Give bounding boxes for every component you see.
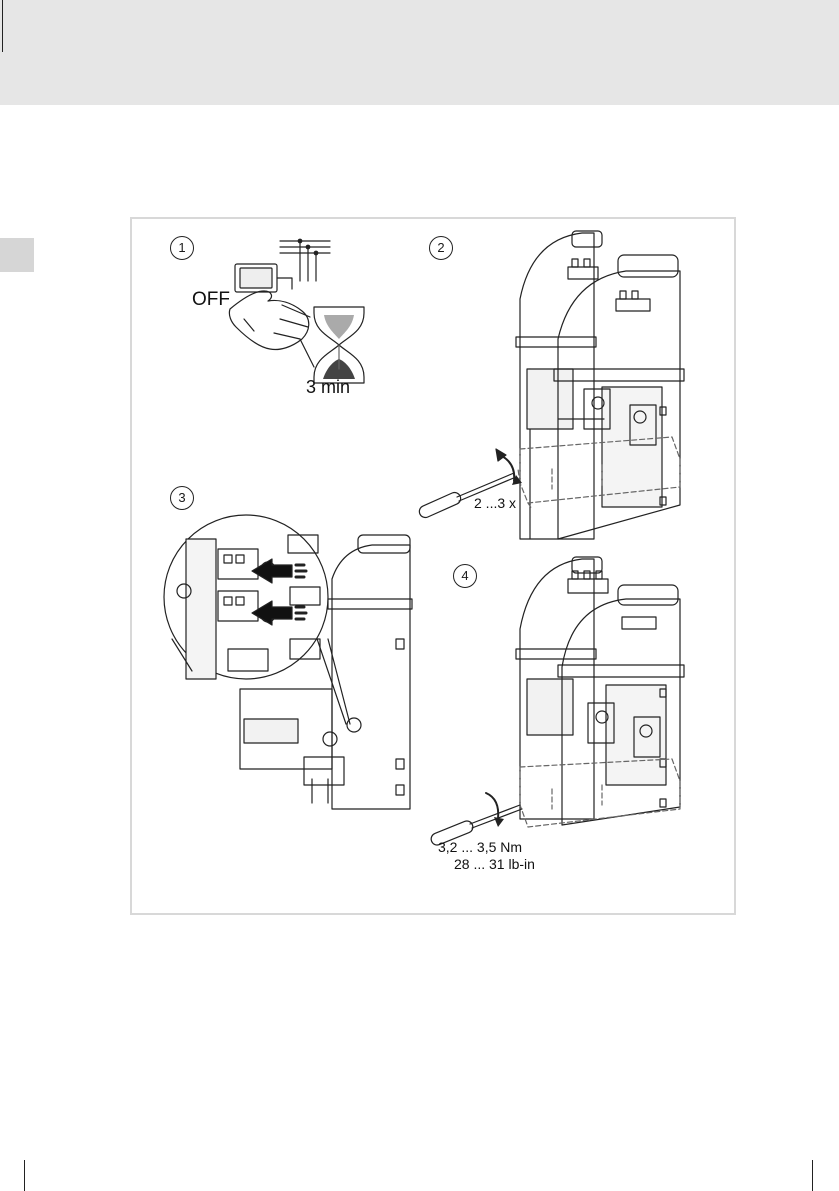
hourglass-icon xyxy=(314,307,364,383)
inverter-module-back-step4 xyxy=(516,557,602,819)
inverter-module-back xyxy=(516,231,602,539)
page-header-band xyxy=(0,0,839,105)
turns-label: 2 ...3 x xyxy=(474,495,516,511)
wait-time-label: 3 min xyxy=(306,377,350,398)
power-switch-off-icon xyxy=(235,264,292,292)
hand-icon xyxy=(229,291,314,367)
crop-mark-bottom-right xyxy=(812,1160,813,1191)
magnified-terminal-detail xyxy=(164,515,328,679)
inverter-module-front-step4 xyxy=(558,585,684,825)
crop-mark-bottom-left xyxy=(24,1160,25,1191)
chapter-side-tab xyxy=(0,238,34,272)
step-4-number: 4 xyxy=(453,564,477,588)
mains-supply-lines-icon xyxy=(280,239,330,281)
torque-nm-label: 3,2 ... 3,5 Nm xyxy=(438,839,522,855)
installation-figure: 1 2 3 4 OFF 3 min 2 ...3 x 3,2 ... 3,5 N… xyxy=(130,217,736,915)
step-3-number: 3 xyxy=(170,486,194,510)
torque-lbin-label: 28 ... 31 lb-in xyxy=(454,856,535,872)
step-2-number: 2 xyxy=(429,236,453,260)
switch-off-label: OFF xyxy=(192,289,230,311)
crop-mark-top-left xyxy=(2,0,3,52)
step-1-number: 1 xyxy=(170,236,194,260)
